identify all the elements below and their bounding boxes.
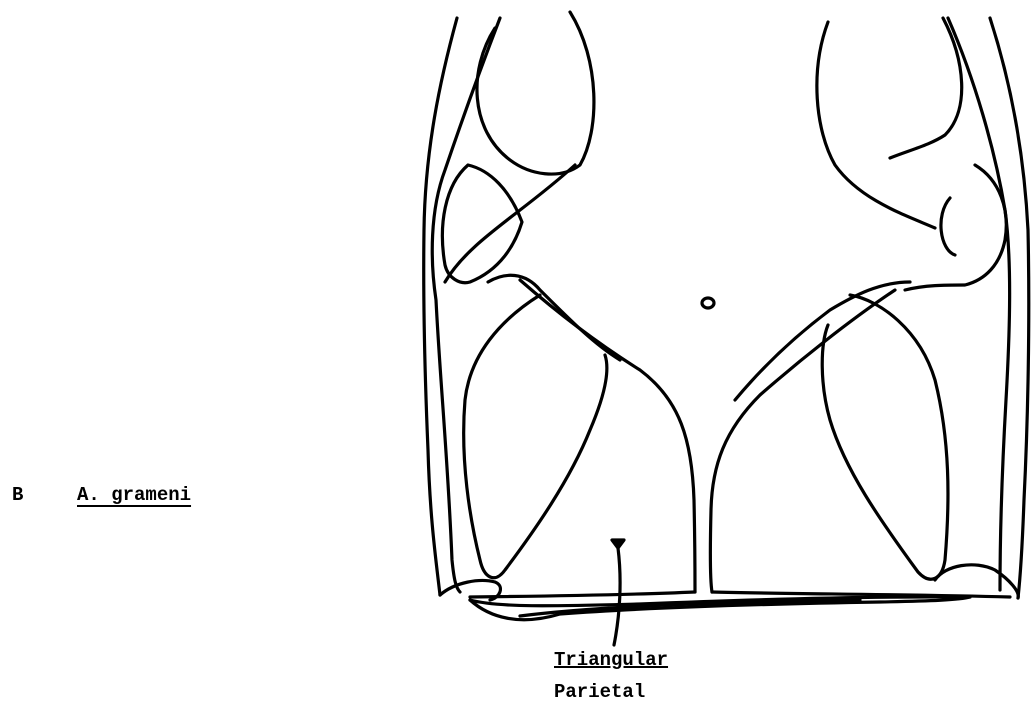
central-right-wall — [710, 290, 895, 592]
right-triangle-inner — [941, 198, 955, 255]
left-lower-lobe — [464, 295, 607, 578]
callout-label-parietal: Parietal — [554, 681, 645, 703]
left-triangle-stroke — [445, 165, 575, 282]
right-triangle-piece — [905, 165, 1006, 290]
parietal-inner-base — [470, 592, 695, 597]
left-outer-contour — [424, 18, 457, 595]
right-lateral-strip-inner — [948, 18, 1010, 590]
right-lower-lobe — [822, 295, 948, 579]
left-triangle-piece — [442, 165, 522, 283]
central-left-wall — [520, 280, 695, 592]
callout-leader-line — [614, 548, 620, 645]
callout-label-triangular: Triangular — [554, 649, 668, 671]
callout-arrowhead — [612, 540, 624, 548]
parietal-foramen — [702, 298, 714, 308]
right-orbital-arc — [817, 22, 935, 228]
right-orbital-upper — [890, 18, 962, 158]
right-base-hook — [935, 565, 1018, 598]
left-lateral-strip-inner — [432, 18, 500, 592]
